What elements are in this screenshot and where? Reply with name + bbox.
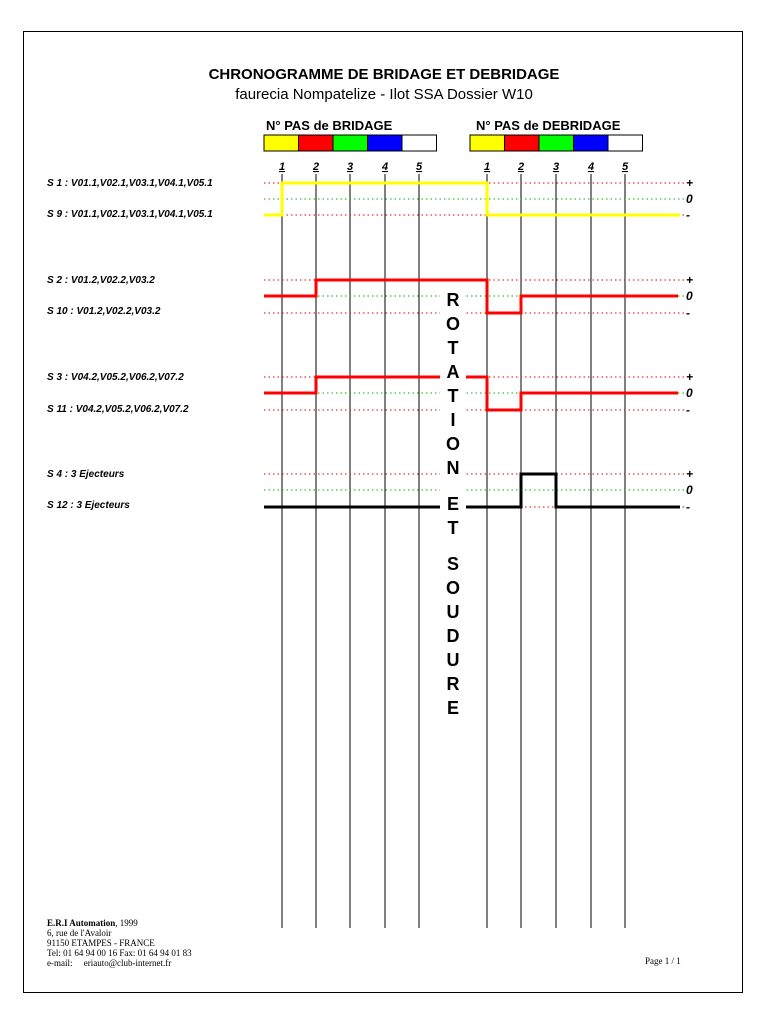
footer-address1: 6, rue de l'Avaloir (47, 928, 112, 938)
footer-company: E.R.I Automation (47, 918, 116, 928)
debridage-step-number-5: 5 (622, 161, 629, 173)
signal-s10-label: S 10 : V01.2,V02.2,V03.2 (47, 306, 161, 317)
footer-contact: E.R.I Automation, 1999 6, rue de l'Avalo… (47, 918, 192, 968)
signal-s4-label: S 4 : 3 Ejecteurs (47, 469, 125, 480)
debridage-step-color-2 (504, 134, 540, 152)
vertical-letter-15: U (447, 602, 460, 622)
waveform-s2-s10 (264, 278, 678, 315)
vertical-letter-19: E (447, 698, 459, 718)
signal-s3-label: S 3 : V04.2,V05.2,V06.2,V07.2 (47, 372, 184, 383)
vertical-letter-13: S (447, 554, 459, 574)
page-number: Page 1 / 1 (645, 956, 681, 966)
vertical-letter-10: E (447, 494, 459, 514)
debridage-step-color-3 (538, 134, 574, 152)
row-1-minus-mark: - (686, 208, 690, 222)
bridage-step-color-5 (401, 134, 437, 152)
vertical-letter-11: T (448, 518, 459, 538)
vertical-letter-2: O (446, 314, 460, 334)
debridage-step-number-2: 2 (517, 161, 524, 173)
vertical-letter-8: N (447, 458, 460, 478)
vertical-letter-18: R (447, 674, 460, 694)
signal-s12-label: S 12 : 3 Ejecteurs (47, 500, 130, 511)
bridage-step-color-3 (332, 134, 368, 152)
bridage-step-number-5: 5 (416, 161, 423, 173)
vertical-letter-6: I (450, 410, 455, 430)
diagram-title: CHRONOGRAMME DE BRIDAGE ET DEBRIDAGE (208, 66, 560, 83)
vertical-letter-1: R (447, 290, 460, 310)
row-4-zero-mark: 0 (686, 483, 693, 497)
debridage-header: N° PAS de DEBRIDAGE (476, 118, 621, 133)
bridage-step-number-1: 1 (279, 161, 285, 173)
bridage-header: N° PAS de BRIDAGE (266, 118, 393, 133)
footer-phone: Tel: 01 64 94 00 16 Fax: 01 64 94 01 83 (47, 948, 192, 958)
debridage-step-color-4 (573, 134, 609, 152)
row-1-zero-mark: 0 (686, 192, 693, 206)
bridage-step-number-4: 4 (381, 161, 388, 173)
page-frame (23, 31, 743, 993)
row-4-minus-mark: - (686, 500, 690, 514)
footer-address2: 91150 ETAMPES - FRANCE (47, 938, 155, 948)
bridage-step-color-4 (367, 134, 403, 152)
vertical-letter-14: O (446, 578, 460, 598)
row-3-plus-mark: + (686, 370, 693, 384)
waveform-s3-s11 (264, 375, 678, 412)
signal-s9-label: S 9 : V01.1,V02.1,V03.1,V04.1,V05.1 (47, 209, 213, 220)
row-3-minus-mark: - (686, 403, 690, 417)
vertical-letter-3: T (448, 338, 459, 358)
waveform-s1-s9 (264, 181, 680, 217)
row-4-plus-mark: + (686, 467, 693, 481)
vertical-letter-17: U (447, 650, 460, 670)
bridage-step-color-2 (298, 134, 334, 152)
debridage-step-color-5 (607, 134, 643, 152)
row-2-plus-mark: + (686, 273, 693, 287)
bridage-step-number-2: 2 (312, 161, 319, 173)
debridage-step-number-3: 3 (553, 161, 559, 173)
vertical-letter-4: A (447, 362, 460, 382)
row-2-minus-mark: - (686, 306, 690, 320)
footer-year: , 1999 (115, 918, 138, 928)
debridage-step-number-4: 4 (587, 161, 594, 173)
vertical-letter-7: O (446, 434, 460, 454)
bridage-step-color-1 (263, 134, 299, 152)
vertical-letter-16: D (447, 626, 460, 646)
vertical-letter-5: T (448, 386, 459, 406)
debridage-step-color-1 (469, 134, 505, 152)
signal-s2-label: S 2 : V01.2,V02.2,V03.2 (47, 275, 155, 286)
waveform-s4-s12 (264, 472, 680, 509)
debridage-step-number-1: 1 (484, 161, 490, 173)
row-3-zero-mark: 0 (686, 386, 693, 400)
row-1-plus-mark: + (686, 176, 693, 190)
footer-email: e-mail: eriauto@club-internet.fr (47, 958, 172, 968)
signal-s1-label: S 1 : V01.1,V02.1,V03.1,V04.1,V05.1 (47, 178, 213, 189)
signal-s11-label: S 11 : V04.2,V05.2,V06.2,V07.2 (47, 404, 189, 415)
vertical-text-background (440, 283, 466, 763)
diagram-subtitle: faurecia Nompatelize - Ilot SSA Dossier … (235, 86, 533, 103)
bridage-step-number-3: 3 (347, 161, 353, 173)
row-2-zero-mark: 0 (686, 289, 693, 303)
